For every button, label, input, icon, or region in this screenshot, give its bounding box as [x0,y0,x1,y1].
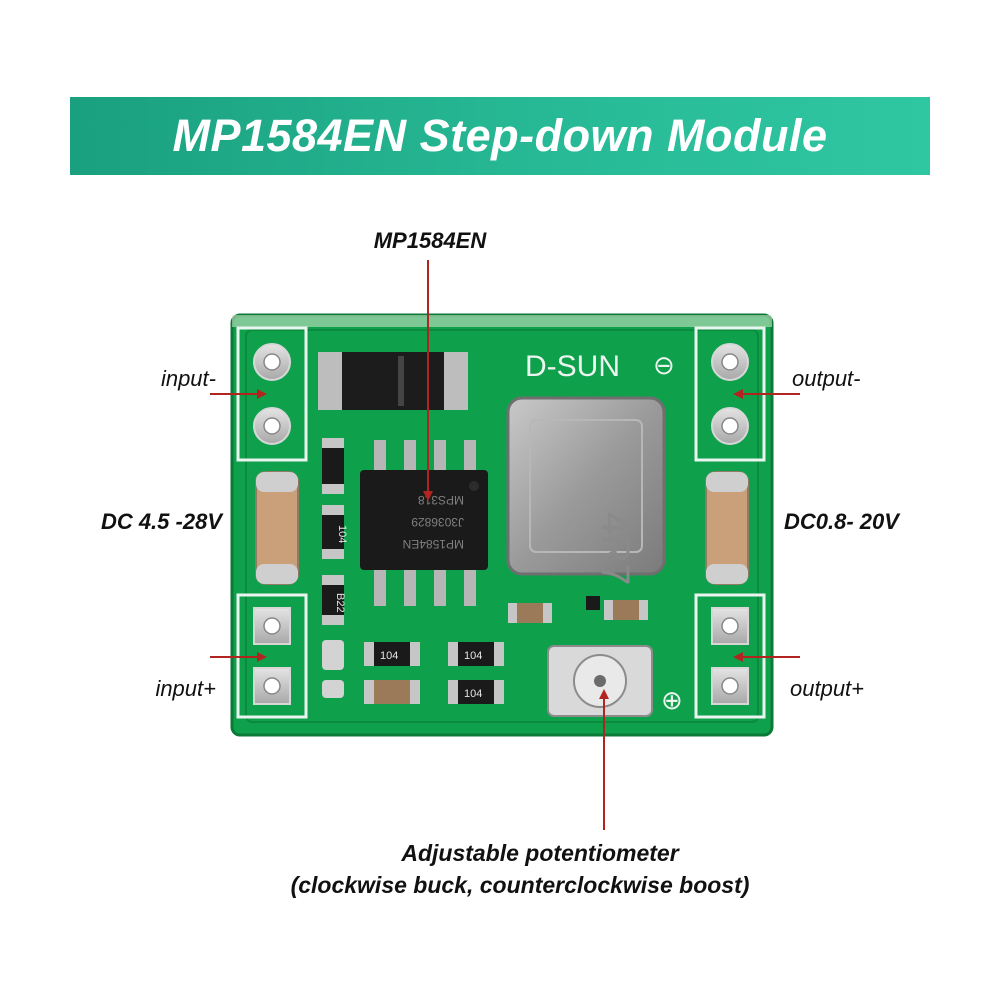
pcb-inner [245,329,759,723]
minus-silk: ⊖ [653,351,675,381]
inductor-marking: 4R7 [593,512,637,585]
chip-marking-3: MPS318 [418,493,464,507]
resistor-code-2: B22 [334,593,346,613]
output-plus-label: output+ [790,676,865,701]
output-voltage-label: DC0.8- 20V [784,509,899,534]
smd-resistor-bottom-2 [448,642,504,666]
diode [318,352,468,410]
chip-label: MP1584EN [373,228,487,253]
smd-capacitor-right [604,600,648,620]
input-plus-label: input+ [155,676,216,701]
inductor [506,396,666,576]
plus-silk: ⊕ [661,686,683,716]
smd-capacitor-mid [508,603,552,623]
resistor-code-1: 104 [336,525,348,543]
title-text: MP1584EN Step-down Module [172,110,828,161]
smd-resistor-vertical-2 [322,505,344,559]
potentiometer-label-line2: (clockwise buck, counterclockwise boost) [290,872,750,898]
resistor-code-4: 104 [464,650,482,662]
resistor-code-5: 104 [464,688,482,700]
smd-resistor-vertical-1 [322,438,344,494]
mp1584en-chip [360,470,488,570]
input-minus-label: input- [160,366,216,391]
brand-silk: D-SUN [525,350,620,383]
input-voltage-label: DC 4.5 -28V [100,509,222,534]
chip-marking-1: MP1584EN [403,537,464,551]
output-minus-label: output- [792,366,861,391]
title-banner: MP1584EN Step-down Module [70,97,930,175]
potentiometer-label-line1: Adjustable potentiometer [401,840,679,866]
smd-resistor-bottom-1 [364,642,420,666]
chip-marking-2: J3036829 [411,515,464,529]
smd-capacitor-bottom-1 [364,680,420,704]
resistor-code-3: 104 [380,650,398,662]
smd-resistor-bottom-3 [448,680,504,704]
pcb [230,313,774,737]
pcb-edge-top [232,315,772,327]
smd-resistor-vertical-3 [322,575,344,625]
